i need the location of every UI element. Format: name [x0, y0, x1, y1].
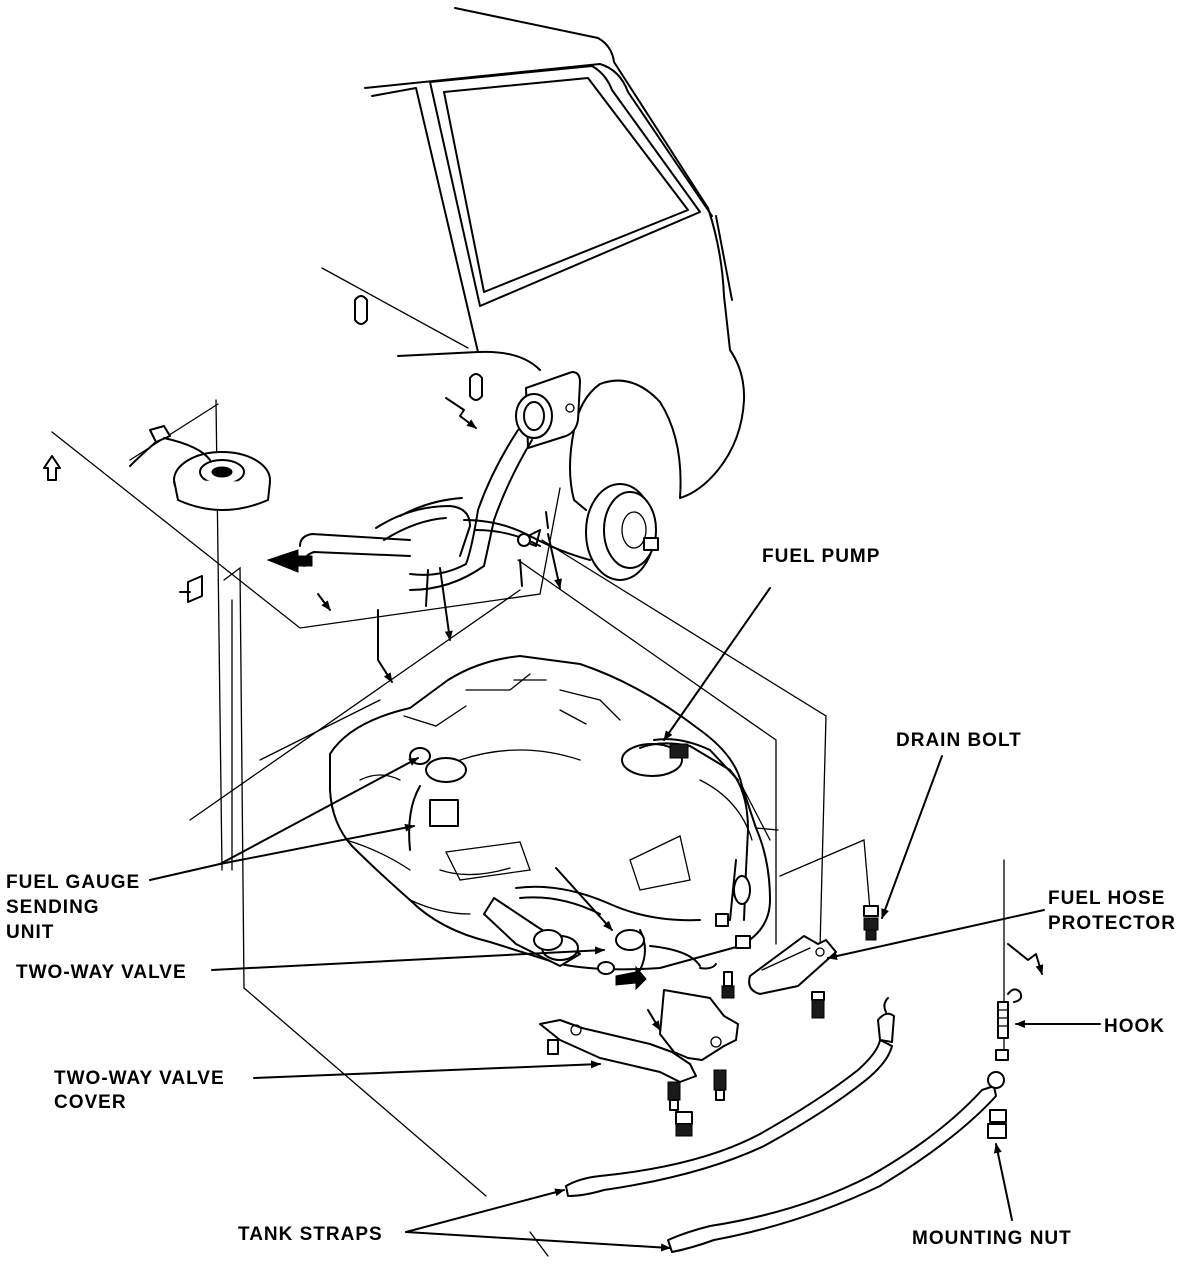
tank-strap-upper	[565, 997, 895, 1197]
label-fuel-hose-line1: FUEL HOSE	[1048, 888, 1165, 909]
two-way-valve-cover	[539, 989, 739, 1083]
label-two-way-valve-cover-line1: TWO-WAY VALVE	[54, 1068, 225, 1089]
rear-brake-drum	[585, 483, 659, 581]
label-fuel-gauge-line1: FUEL GAUGE	[6, 872, 140, 893]
callout-labels: FUEL PUMP DRAIN BOLT FUEL GAUGE SENDING …	[6, 546, 1176, 1249]
label-mounting-nut: MOUNTING NUT	[912, 1228, 1072, 1249]
tank-strap-lower	[667, 1071, 1005, 1253]
label-fuel-gauge-line2: SENDING	[6, 897, 100, 918]
fuel-tank	[329, 655, 779, 991]
fuel-hose-protector	[748, 935, 837, 995]
filler-neck-hose	[409, 429, 533, 591]
label-tank-straps: TANK STRAPS	[238, 1224, 383, 1245]
fuel-line-assembly	[299, 497, 591, 683]
fuel-filler-door	[515, 371, 581, 449]
label-fuel-gauge-line3: UNIT	[6, 922, 54, 943]
leader-lines	[149, 587, 1101, 1252]
label-drain-bolt: DRAIN BOLT	[896, 730, 1022, 751]
fuel-gauge-sending-unit-exploded	[129, 425, 271, 511]
orientation-arrows	[43, 455, 1044, 975]
label-two-way-valve-cover-line2: COVER	[54, 1092, 127, 1113]
label-fuel-hose-line2: PROTECTOR	[1048, 913, 1176, 934]
bolts	[547, 905, 879, 1137]
vehicle-body	[321, 7, 746, 511]
label-fuel-pump: FUEL PUMP	[762, 546, 880, 567]
label-hook: HOOK	[1104, 1016, 1165, 1037]
label-two-way-valve: TWO-WAY VALVE	[16, 962, 187, 983]
hook-and-nuts	[987, 988, 1023, 1139]
